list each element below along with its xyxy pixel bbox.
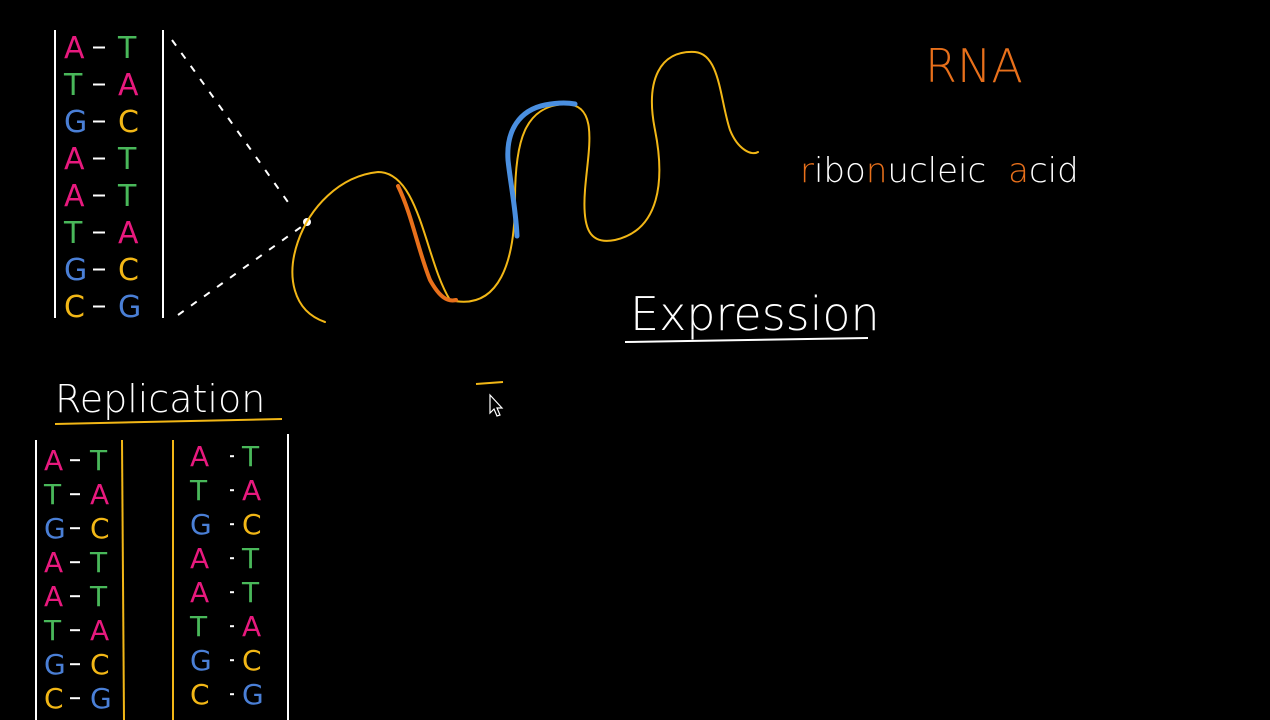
- base-letter: G: [90, 682, 112, 715]
- base-letter: A: [64, 31, 85, 66]
- rna-name-n: n: [866, 151, 888, 191]
- base-letter: C: [90, 648, 110, 681]
- base-letter: T: [241, 542, 260, 575]
- replication-underline: [54, 418, 283, 425]
- rna-highlight-blue: [505, 100, 578, 239]
- base-letter: A: [190, 440, 209, 473]
- base-letter: T: [89, 444, 108, 477]
- base-letter: G: [64, 105, 87, 140]
- base-letter: T: [43, 614, 62, 647]
- base-letter: T: [241, 440, 260, 473]
- base-letter: G: [190, 644, 212, 677]
- base-letter: T: [89, 546, 108, 579]
- base-letter: A: [190, 576, 209, 609]
- base-letter: T: [189, 610, 208, 643]
- rna-highlight-orange: [396, 184, 458, 303]
- expression-label: Expression: [630, 287, 880, 341]
- base-letter: T: [117, 179, 137, 214]
- base-letter: C: [90, 512, 110, 545]
- rna-strand-path: [291, 50, 759, 323]
- base-letter: A: [44, 580, 63, 613]
- base-letter: A: [90, 614, 109, 647]
- rna-name-a: a: [1008, 151, 1029, 191]
- orange-dash-mark: [475, 381, 504, 385]
- base-letter: C: [118, 253, 139, 288]
- base-letter: C: [118, 105, 139, 140]
- base-letter: T: [241, 576, 260, 609]
- replication-label: Replication: [55, 377, 265, 421]
- rna-name-ibo: ibo: [814, 151, 866, 191]
- base-letter: G: [242, 678, 264, 711]
- rna-strand: [291, 50, 759, 323]
- base-letter: A: [44, 444, 63, 477]
- rna-name-cid: cid: [1029, 151, 1079, 191]
- base-letter: A: [118, 68, 139, 103]
- pointer-cursor-icon: [489, 393, 504, 417]
- base-letter: G: [44, 512, 66, 545]
- base-letter: T: [63, 216, 83, 251]
- rna-name-r: r: [800, 151, 814, 191]
- base-letter: A: [242, 610, 261, 643]
- base-letter: C: [190, 678, 210, 711]
- base-letter: G: [64, 253, 87, 288]
- base-letter: T: [189, 474, 208, 507]
- expression-underline: [624, 337, 869, 343]
- base-letter: T: [43, 478, 62, 511]
- base-letter: A: [190, 542, 209, 575]
- base-letter: A: [242, 474, 261, 507]
- base-letter: A: [118, 216, 139, 251]
- base-letter: C: [242, 644, 262, 677]
- replica1-right-backbone: [121, 439, 125, 720]
- base-letter: T: [117, 142, 137, 177]
- base-letter: A: [64, 179, 85, 214]
- base-letter: T: [63, 68, 83, 103]
- base-letter: G: [118, 290, 141, 325]
- base-letter: G: [44, 648, 66, 681]
- base-letter: C: [64, 290, 85, 325]
- base-letter: G: [190, 508, 212, 541]
- base-letter: A: [90, 478, 109, 511]
- base-letter: C: [44, 682, 64, 715]
- base-letter: A: [64, 142, 85, 177]
- rna-title: RNA: [925, 39, 1023, 93]
- base-letter: T: [89, 580, 108, 613]
- base-letter: C: [242, 508, 262, 541]
- rna-name-ucleic: ucleic: [887, 151, 986, 191]
- base-letter: A: [44, 546, 63, 579]
- zoom-lines: [171, 39, 309, 316]
- base-letter: T: [117, 31, 137, 66]
